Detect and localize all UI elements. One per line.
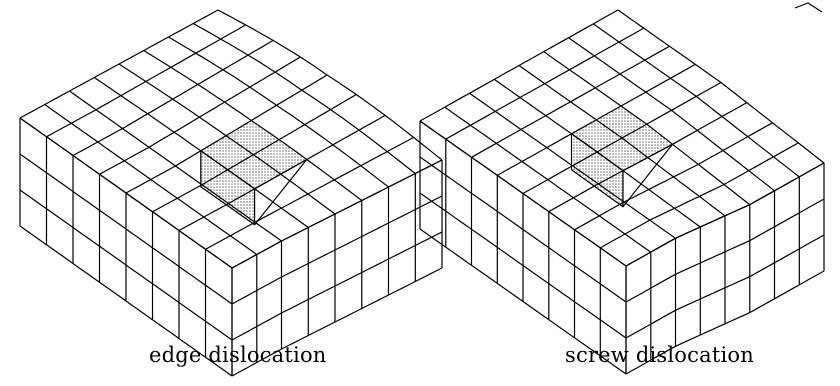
top-grid-line: [125, 74, 328, 194]
top-grid-line: [445, 27, 645, 140]
top-grid-line: [46, 24, 246, 138]
dislocation-pocket-face: [200, 150, 255, 225]
top-grid-line: [72, 39, 274, 157]
top-grid-line: [600, 142, 799, 249]
side-face-line: [231, 195, 443, 305]
top-grid-line: [205, 136, 414, 250]
dislocation-edge-line: [254, 159, 308, 226]
screw-dislocation-diagram: [419, 9, 825, 375]
dislocation-edge-line: [622, 143, 673, 208]
top-grid-line: [19, 9, 219, 119]
dislocation-pocket-face: [571, 133, 623, 207]
corner-mark: [794, 2, 823, 13]
screw-dislocation-caption: screw dislocation: [565, 343, 754, 367]
top-grid-line: [522, 81, 722, 195]
top-grid-line: [152, 93, 357, 213]
edge-dislocation-caption: edge dislocation: [149, 343, 327, 367]
dislocation-edge-line: [570, 133, 624, 208]
top-grid-line: [574, 122, 773, 231]
top-grid-line: [497, 63, 696, 176]
top-grid-line: [419, 9, 619, 122]
top-grid-line: [471, 45, 670, 158]
dislocation-edge-line: [200, 150, 256, 226]
top-grid-line: [99, 56, 301, 175]
side-face-line: [231, 231, 443, 341]
edge-dislocation-diagram: [19, 9, 443, 377]
